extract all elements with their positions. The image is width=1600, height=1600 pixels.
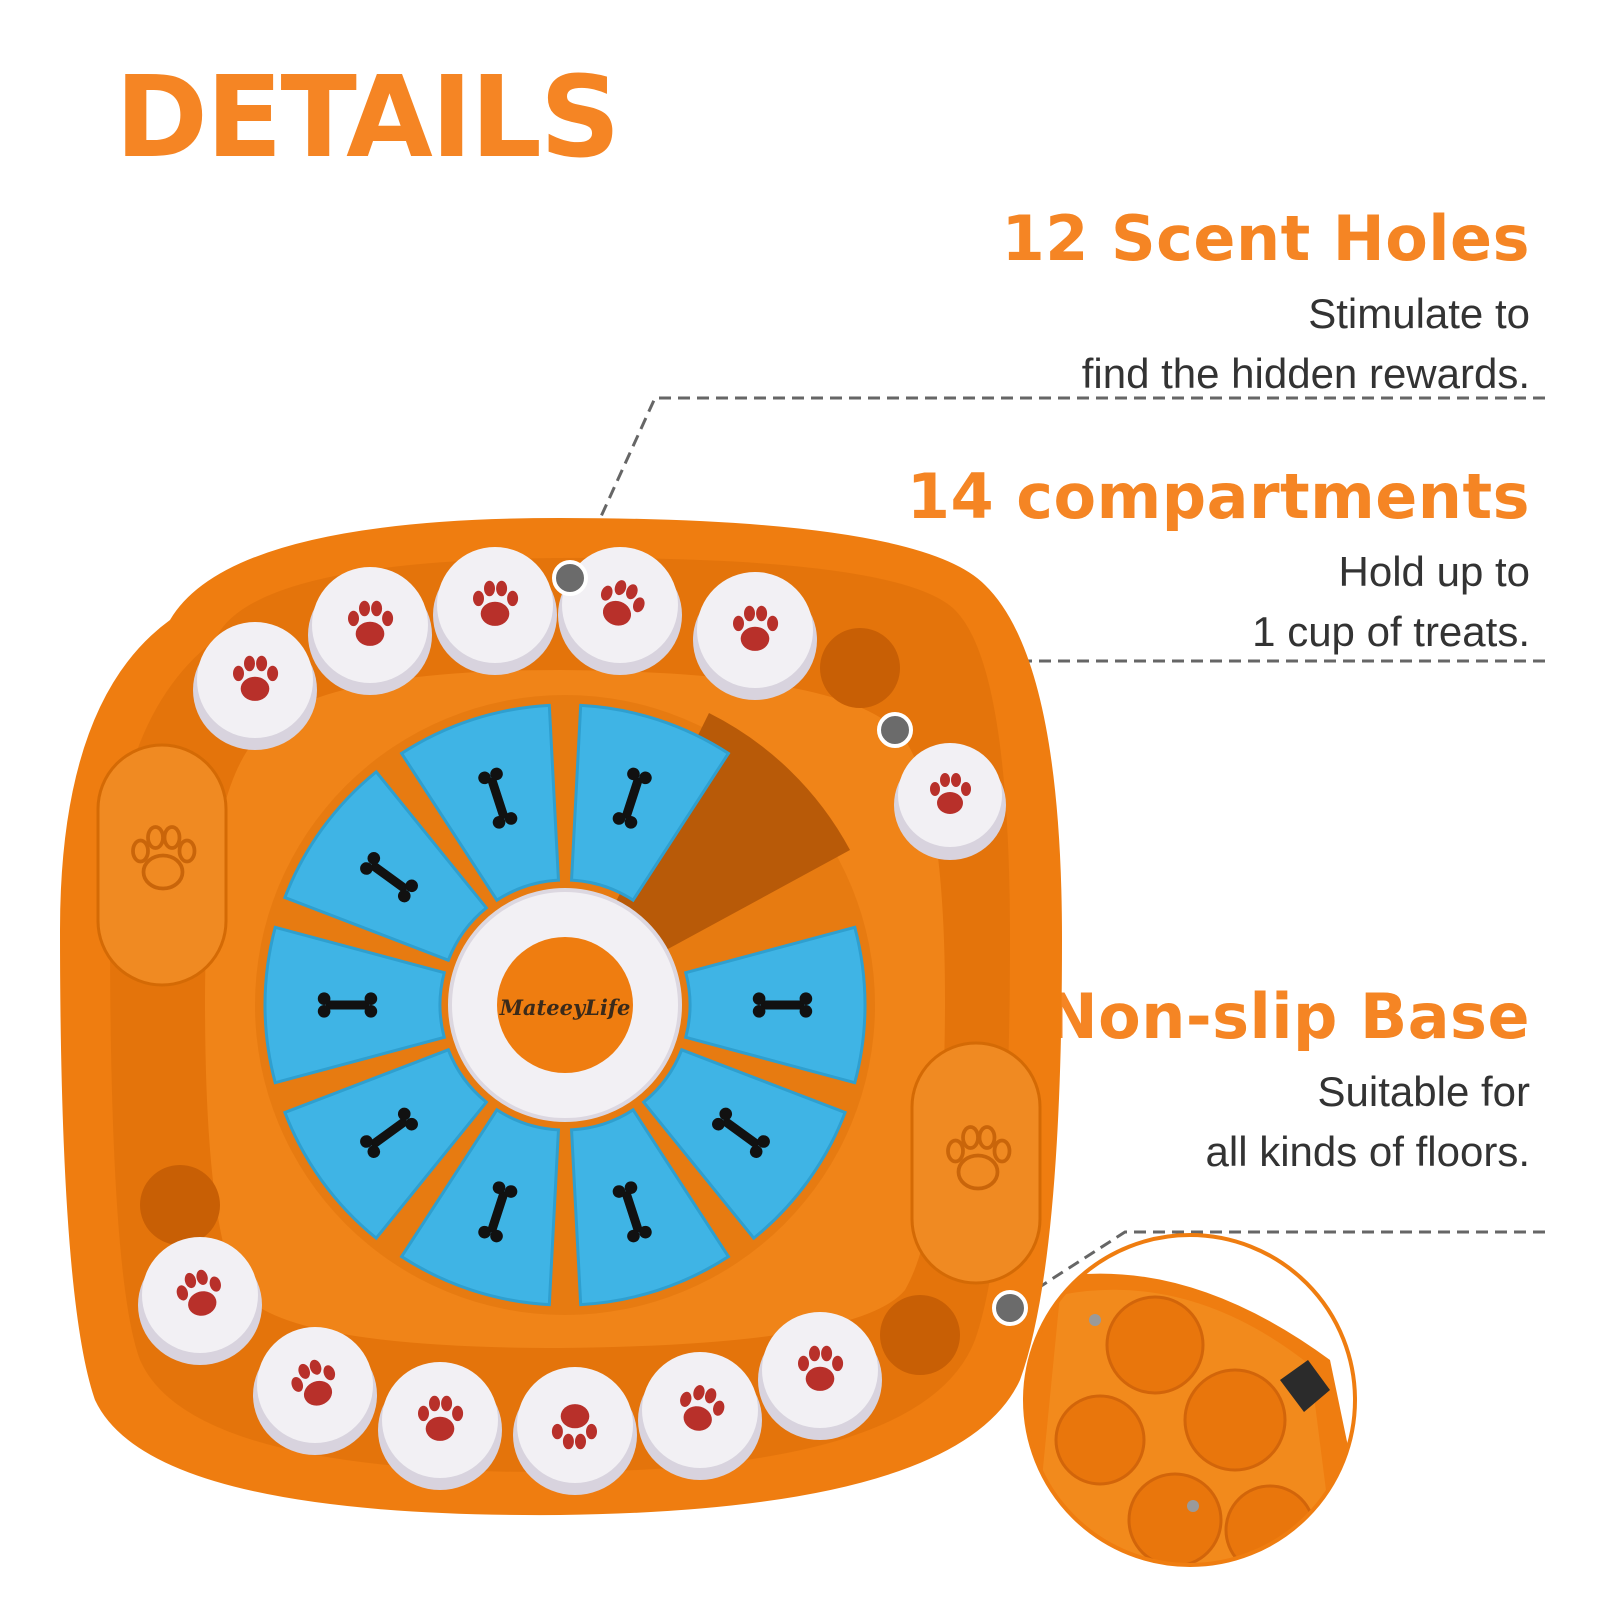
compartment-tile xyxy=(641,1047,848,1241)
brand-logo: MateeyLife xyxy=(499,995,631,1020)
non-slip-pad-icon xyxy=(1280,1360,1330,1412)
callout-line-base xyxy=(1009,1230,1545,1308)
feature-description: Hold up to 1 cup of treats. xyxy=(907,542,1530,662)
feature-line: Suitable for xyxy=(1317,1068,1530,1115)
compartment-tile xyxy=(569,703,731,903)
page-title: DETAILS xyxy=(115,53,621,183)
compartment-tile xyxy=(282,769,489,963)
feature-heading: 14 compartments xyxy=(906,460,1530,533)
compartment-tile xyxy=(282,1047,489,1241)
feature-line: all kinds of floors. xyxy=(1205,1128,1530,1175)
feature-description: Suitable for all kinds of floors. xyxy=(1046,1062,1530,1182)
callout-dots xyxy=(552,560,1028,1326)
scent-hole-caps xyxy=(138,547,1006,1495)
feature-heading: Non-slip Base xyxy=(1045,980,1530,1053)
callout-dot-base xyxy=(992,1290,1028,1326)
base-zoom-inset xyxy=(1023,1233,1357,1567)
compartment-tile xyxy=(569,1107,731,1307)
callout-line-scent xyxy=(571,396,1545,579)
feature-line: Hold up to xyxy=(1338,548,1530,595)
compartment-tiles xyxy=(263,703,867,1307)
feature-compartments: 14 compartments Hold up to 1 cup of trea… xyxy=(907,466,1530,662)
compartment-tile xyxy=(399,703,561,903)
callout-dot-scent xyxy=(552,560,588,596)
compartment-tile xyxy=(399,1107,561,1307)
feature-line: Stimulate to xyxy=(1308,290,1530,337)
feature-scent-holes: 12 Scent Holes Stimulate to find the hid… xyxy=(1002,208,1530,404)
feature-description: Stimulate to find the hidden rewards. xyxy=(1002,284,1530,404)
slider-button-left xyxy=(96,743,228,987)
feature-line: find the hidden rewards. xyxy=(1081,350,1530,397)
feature-line: 1 cup of treats. xyxy=(1252,608,1530,655)
slider-button-right xyxy=(910,1041,1042,1285)
treat-wheel: MateeyLife xyxy=(255,695,875,1315)
callout-dot-compartments xyxy=(877,712,913,748)
feature-heading: 12 Scent Holes xyxy=(1001,202,1530,275)
feature-non-slip-base: Non-slip Base Suitable for all kinds of … xyxy=(1046,986,1530,1182)
